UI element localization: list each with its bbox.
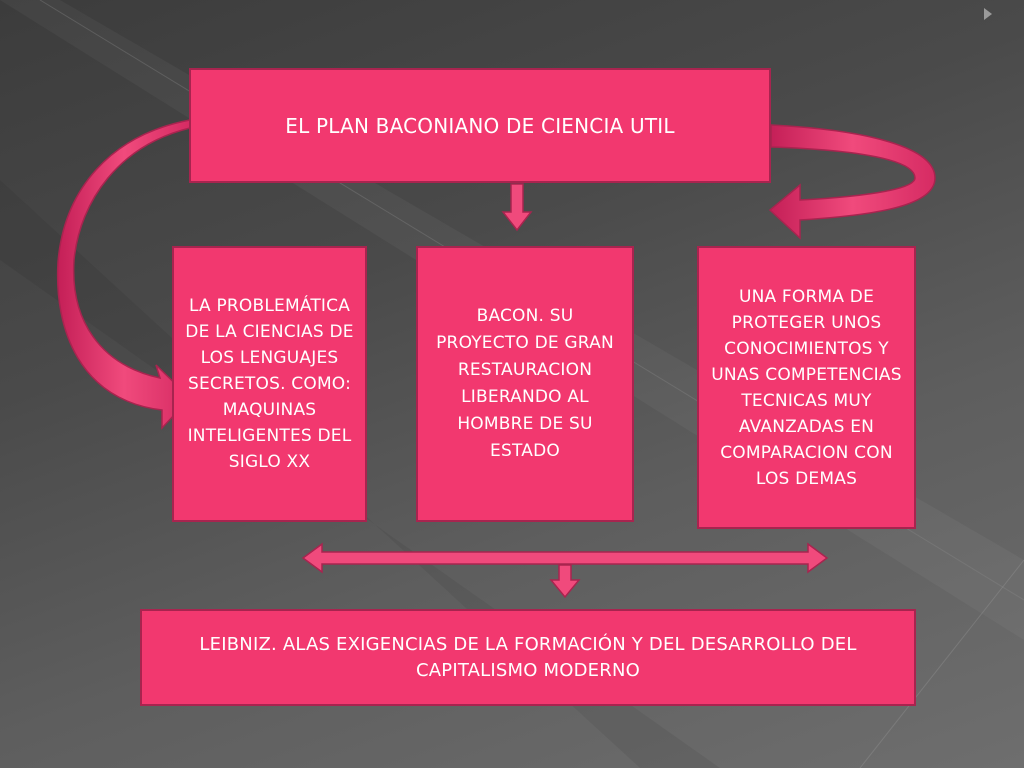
down-arrow-bottom xyxy=(549,564,581,599)
left-topic-box: LA PROBLEMÁTICA DE LA CIENCIAS DE LOS LE… xyxy=(172,246,367,522)
curved-arrow-left xyxy=(56,119,192,430)
center-topic-box: BACON. SU PROYECTO DE GRAN RESTAURACION … xyxy=(416,246,634,522)
main-topic-box: EL PLAN BACONIANO DE CIENCIA UTIL xyxy=(189,68,771,183)
right-topic-box: UNA FORMA DE PROTEGER UNOS CONOCIMIENTOS… xyxy=(697,246,916,529)
down-arrow-top xyxy=(501,183,533,232)
bottom-topic-text: LEIBNIZ. ALAS EXIGENCIAS DE LA FORMACIÓN… xyxy=(199,633,857,681)
slide-nav-icon xyxy=(984,8,992,20)
double-arrow-horizontal xyxy=(301,542,829,574)
center-topic-text: BACON. SU PROYECTO DE GRAN RESTAURACION … xyxy=(436,306,614,461)
bottom-topic-box: LEIBNIZ. ALAS EXIGENCIAS DE LA FORMACIÓN… xyxy=(140,609,916,706)
main-topic-text: EL PLAN BACONIANO DE CIENCIA UTIL xyxy=(285,113,675,138)
right-topic-text: UNA FORMA DE PROTEGER UNOS CONOCIMIENTOS… xyxy=(711,286,902,489)
curved-arrow-right xyxy=(768,124,936,240)
left-topic-text: LA PROBLEMÁTICA DE LA CIENCIAS DE LOS LE… xyxy=(185,296,354,472)
